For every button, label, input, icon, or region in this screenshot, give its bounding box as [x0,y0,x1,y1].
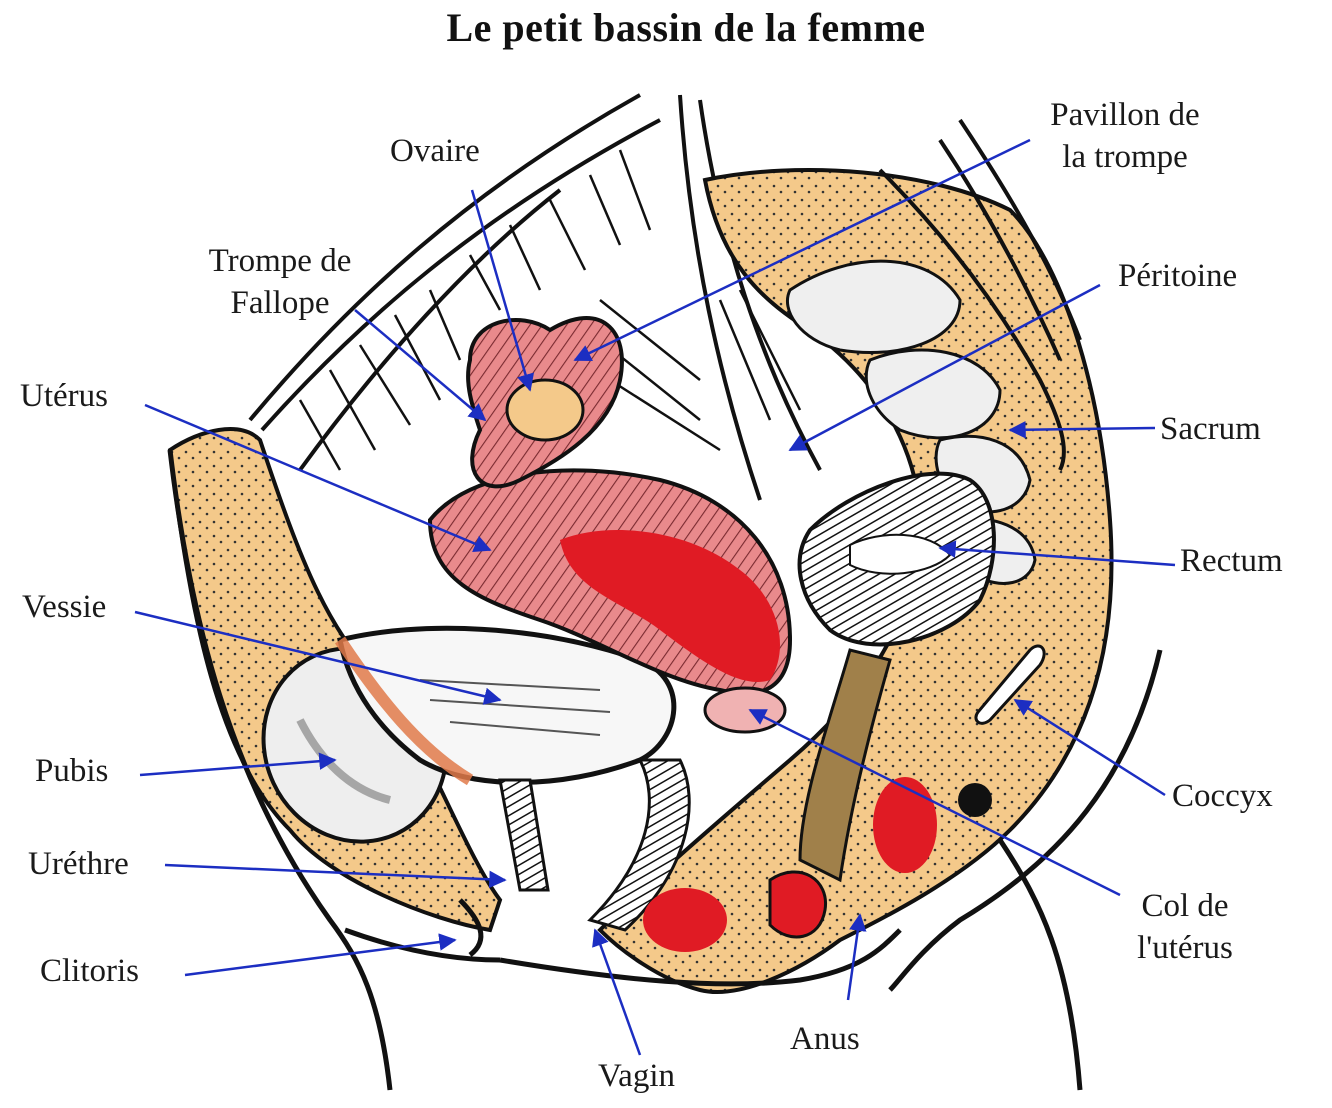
label-vessie: Vessie [22,586,106,628]
label-trompe-line2: Fallope [190,282,370,324]
label-ovaire: Ovaire [390,130,480,172]
cervix [705,688,785,732]
label-uterus: Utérus [20,375,108,417]
ovary [507,380,583,440]
label-peritoine: Péritoine [1118,255,1237,297]
label-trompe-line1: Trompe de [190,240,370,282]
label-pavillon: Pavillon de la trompe [1030,94,1220,178]
sphincter [770,872,826,937]
perineal-muscle-2 [873,777,937,873]
label-col-line2: l'utérus [1110,927,1260,969]
label-clitoris: Clitoris [40,950,139,992]
label-rectum: Rectum [1180,540,1283,582]
bone-node [958,783,992,817]
label-anus: Anus [790,1018,860,1060]
label-col-line1: Col de [1110,885,1260,927]
perineal-muscle-1 [643,888,727,952]
label-col: Col de l'utérus [1110,885,1260,969]
label-pavillon-line2: la trompe [1030,136,1220,178]
urethra [500,780,548,890]
label-pubis: Pubis [35,750,108,792]
label-urethre: Uréthre [28,843,129,885]
label-vagin: Vagin [598,1055,675,1097]
label-trompe: Trompe de Fallope [190,240,370,324]
label-pavillon-line1: Pavillon de [1030,94,1220,136]
label-sacrum: Sacrum [1160,408,1261,450]
arrow-trompe [355,310,485,420]
label-coccyx: Coccyx [1172,775,1273,817]
arrow-clitoris [185,940,455,975]
